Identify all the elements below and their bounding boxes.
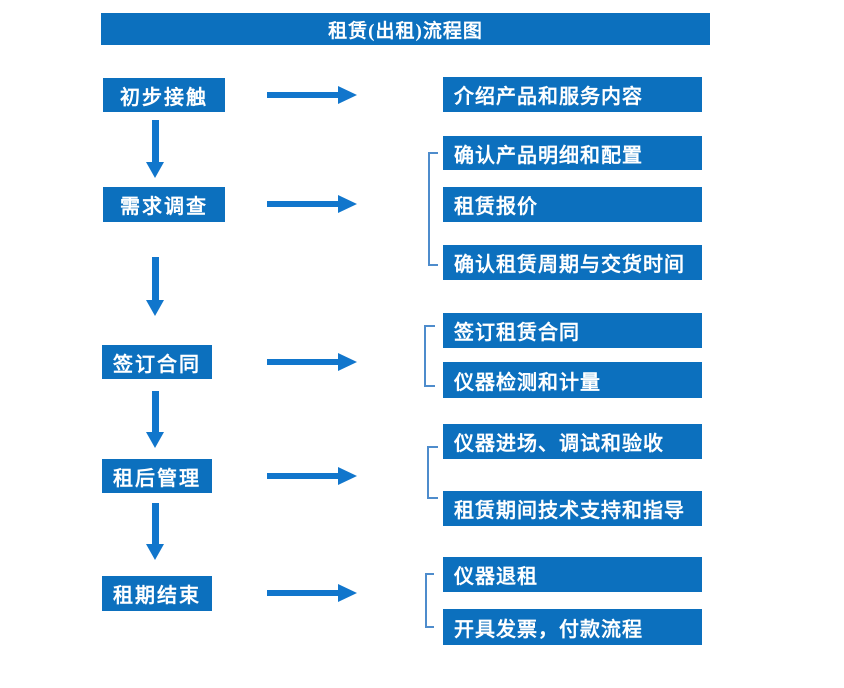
detail-box-confirm-product-config: 确认产品明细和配置	[443, 136, 702, 170]
step-box-post-rental-management: 租后管理	[102, 459, 212, 493]
diagram-title-text: 租赁(出租)流程图	[328, 20, 483, 42]
arrow-down-icon	[146, 391, 164, 448]
arrow-right-icon	[267, 584, 357, 602]
group-bracket-icon	[428, 152, 438, 266]
arrow-right-icon	[267, 467, 357, 485]
detail-box-instrument-return: 仪器退租	[443, 557, 702, 592]
group-bracket-icon	[425, 573, 434, 628]
detail-box-invoice-payment: 开具发票，付款流程	[443, 609, 702, 645]
detail-box-instrument-setup-acceptance: 仪器进场、调试和验收	[443, 424, 702, 459]
arrow-right-icon	[267, 353, 357, 371]
group-bracket-icon	[427, 446, 438, 499]
step-box-initial-contact: 初步接触	[103, 78, 225, 112]
arrow-down-icon	[146, 120, 164, 178]
detail-box-instrument-test-metering: 仪器检测和计量	[443, 362, 702, 398]
arrow-right-icon	[267, 86, 357, 104]
detail-box-tech-support: 租赁期间技术支持和指导	[443, 491, 702, 526]
detail-box-confirm-period-delivery: 确认租赁周期与交货时间	[443, 245, 702, 280]
detail-box-sign-rental-contract: 签订租赁合同	[443, 313, 702, 348]
arrow-down-icon	[146, 257, 164, 316]
group-bracket-icon	[424, 325, 435, 387]
step-box-rental-end: 租期结束	[102, 576, 212, 611]
arrow-down-icon	[146, 503, 164, 560]
detail-box-introduce-products: 介绍产品和服务内容	[443, 77, 702, 112]
step-box-demand-survey: 需求调查	[103, 187, 225, 222]
detail-box-rental-quote: 租赁报价	[443, 187, 702, 222]
step-box-sign-contract: 签订合同	[102, 345, 212, 379]
diagram-title: 租赁(出租)流程图	[101, 13, 710, 45]
arrow-right-icon	[267, 195, 357, 213]
